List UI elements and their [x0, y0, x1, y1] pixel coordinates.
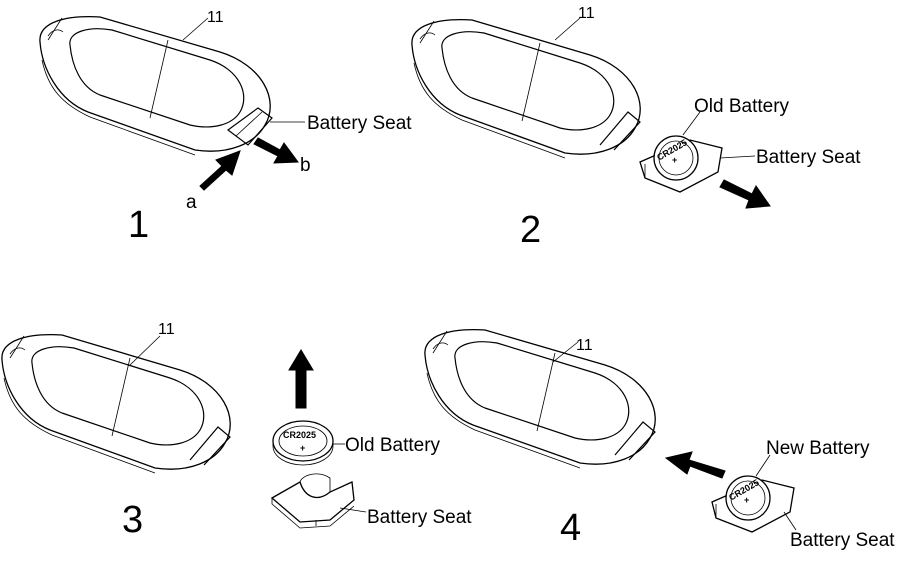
remote-body-step-2 [411, 19, 641, 159]
ref-11-step-2: 11 [578, 5, 595, 22]
leader-battery-seat-3 [339, 507, 367, 513]
step-2: 11 CR2025 + Old Battery Battery Seat 2 [411, 5, 861, 251]
leader-ref-11-3 [129, 335, 161, 366]
arrow-b-icon [253, 137, 299, 164]
step-4: 11 CR2025 + New Battery Battery Seat 4 [424, 329, 895, 551]
old-battery-step-3: CR2025 + [272, 420, 334, 466]
remote-body-step-4 [424, 329, 656, 469]
ref-11-step-3: 11 [158, 321, 175, 338]
label-arrow-b: b [300, 155, 311, 176]
ref-11-step-4: 11 [576, 337, 593, 354]
ref-11-step-1: 11 [207, 9, 224, 26]
arrow-a-icon [199, 150, 241, 191]
leader-new-battery-4 [755, 454, 771, 477]
svg-text:+: + [300, 443, 305, 453]
svg-text:+: + [744, 495, 749, 505]
old-battery-step-2 [653, 135, 699, 181]
battery-seat-with-battery-step-2: CR2025 + [639, 135, 723, 193]
step-number-4: 4 [560, 507, 581, 549]
leader-ref-11-4 [552, 341, 579, 363]
arrow-remove-seat-icon [719, 179, 771, 209]
step-3: 11 CR2025 + Old Battery Battery Seat 3 [1, 321, 472, 541]
battery-seat-step-3 [270, 473, 355, 529]
leader-ref-11-2 [554, 17, 581, 41]
label-new-battery-4: New Battery [766, 438, 870, 459]
leader-battery-seat-4 [783, 511, 797, 531]
arrow-up-remove-battery-icon [288, 349, 314, 409]
leader-old-battery-2 [682, 111, 701, 136]
remote-body-step-3 [1, 334, 231, 474]
label-old-battery-2: Old Battery [694, 96, 790, 117]
remote-body-step-1 [39, 16, 273, 156]
coin-text-step-3: CR2025 [283, 430, 316, 440]
label-old-battery-3: Old Battery [345, 435, 441, 456]
step-number-2: 2 [520, 209, 541, 251]
label-battery-seat-4: Battery Seat [790, 530, 895, 551]
label-arrow-a: a [186, 192, 197, 213]
battery-seat-with-battery-step-4: CR2025 + [711, 475, 795, 533]
label-battery-seat-1: Battery Seat [307, 113, 412, 134]
label-battery-seat-2: Battery Seat [756, 147, 861, 168]
leader-battery-seat-2 [719, 155, 756, 159]
arrow-insert-seat-icon [664, 451, 726, 479]
step-number-3: 3 [122, 499, 143, 541]
step-number-1: 1 [128, 204, 149, 246]
new-battery-step-4 [725, 475, 771, 521]
label-battery-seat-3: Battery Seat [367, 507, 472, 528]
step-1: Battery Seat 11 a b 1 [39, 9, 412, 246]
svg-text:+: + [672, 155, 677, 165]
leader-ref-11-1 [182, 17, 209, 41]
